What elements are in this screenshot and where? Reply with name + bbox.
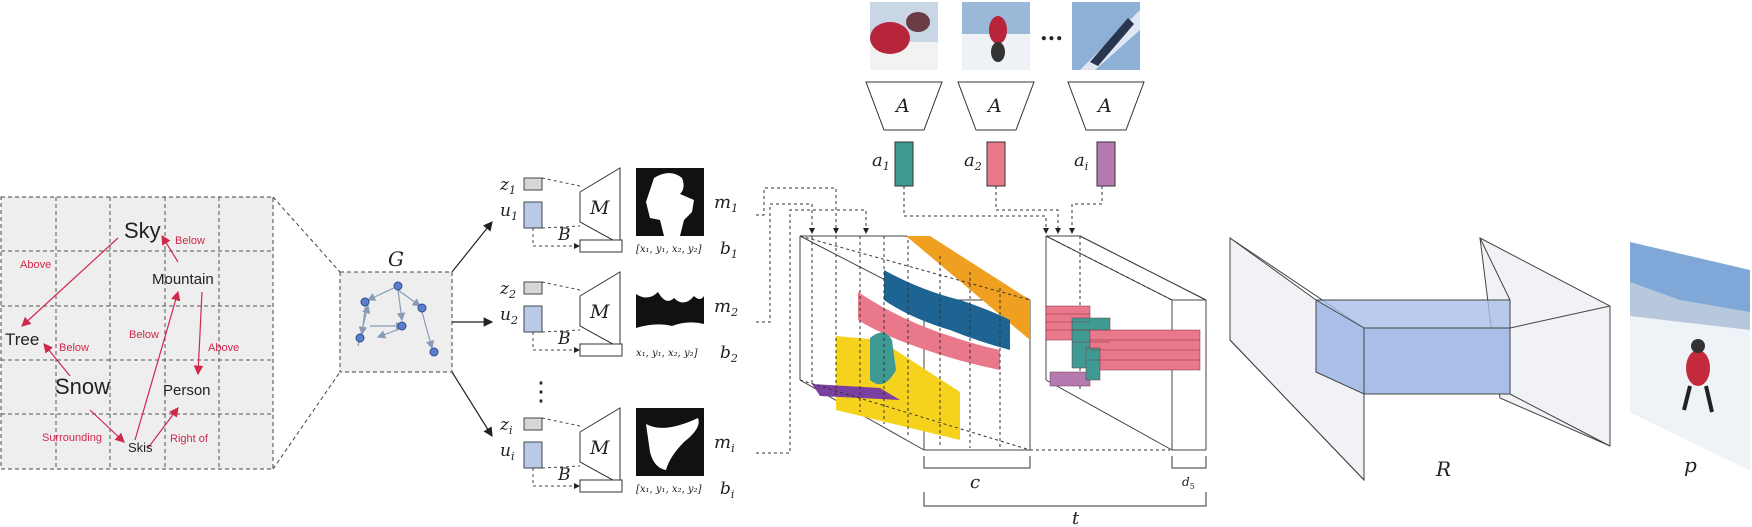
z-vector — [523, 281, 543, 295]
b-label: bi — [720, 479, 734, 501]
appearance-crops: ... — [870, 2, 1140, 70]
crops-ellipsis: ... — [1040, 20, 1063, 46]
box-vector — [579, 479, 623, 493]
z-vector — [523, 417, 543, 431]
box-coordinates: [x₁, y₁, x₂, y₂] — [636, 244, 702, 255]
layout-tensor-masks — [799, 235, 1031, 451]
box-coordinates: [x₁, y₁, x₂, y₂] — [636, 484, 702, 495]
b-label: b1 — [720, 239, 738, 261]
label-r: R — [1435, 457, 1451, 481]
relation-below-sky: Below — [175, 235, 205, 247]
crop-i — [1072, 2, 1140, 70]
box-vector — [579, 239, 623, 253]
appearance-embedder-1: Aa1 — [865, 81, 943, 187]
a-label: a1 — [872, 150, 890, 173]
embedder-a — [1067, 81, 1145, 131]
u-vector — [523, 201, 543, 229]
dimension-brackets — [923, 456, 1207, 507]
zoom-lines — [272, 196, 341, 470]
connector-arrowheads — [809, 228, 1075, 234]
a-model-label: A — [1096, 95, 1112, 117]
label-t: t — [1072, 508, 1080, 527]
u-vector — [523, 441, 543, 469]
relation-below-tree: Below — [59, 342, 89, 354]
embedder-a — [865, 81, 943, 131]
u-vector — [523, 305, 543, 333]
z-label: z2 — [499, 279, 516, 301]
appearance-embedder-2: Aa2 — [957, 81, 1035, 187]
relation-above: Above — [20, 259, 51, 271]
appearance-connectors — [756, 186, 1103, 454]
b-model-label: B — [557, 329, 571, 349]
u-label: ui — [500, 441, 514, 463]
relation-below-mountain: Below — [129, 329, 159, 341]
m-label: m1 — [714, 192, 738, 215]
node-mountain: Mountain — [152, 271, 214, 288]
relation-right-of: Right of — [170, 433, 209, 445]
b-model-label: B — [557, 225, 571, 245]
node-snow: Snow — [55, 374, 110, 399]
output-image-p: p — [1630, 242, 1750, 477]
crop-1 — [870, 2, 938, 70]
box-vector — [579, 343, 623, 357]
graph-g: G — [339, 247, 453, 373]
a-model-label: A — [894, 95, 910, 117]
z-label: z1 — [499, 175, 516, 197]
m-label: mi — [714, 432, 735, 455]
embedder-a — [957, 81, 1035, 131]
mask-image — [636, 272, 704, 340]
relation-surrounding: Surrounding — [42, 432, 102, 444]
b-label: b2 — [720, 343, 738, 365]
a-label: a2 — [964, 150, 982, 173]
node-person: Person — [163, 382, 211, 399]
appearance-vector — [894, 141, 914, 187]
m-model-label: M — [589, 301, 610, 323]
scene-graph-panel: Sky Mountain Tree Snow Person Skis Above… — [0, 196, 274, 470]
b-model-label: B — [557, 465, 571, 485]
renderer-r: R — [1229, 237, 1611, 482]
appearance-vector — [986, 141, 1006, 187]
z-label: zi — [499, 415, 513, 437]
row-ellipsis: ⋮ — [528, 377, 554, 407]
mask-image — [636, 408, 704, 476]
label-c: c — [970, 472, 980, 493]
g-to-mask-arrows — [451, 221, 494, 438]
z-vector — [523, 177, 543, 191]
m-model-label: M — [589, 437, 610, 459]
a-label: ai — [1074, 150, 1088, 173]
a-model-label: A — [986, 95, 1002, 117]
label-d5: d5 — [1182, 475, 1195, 491]
appearance-embedder-3: Aai — [1067, 81, 1145, 187]
node-tree: Tree — [5, 330, 39, 349]
m-model-label: M — [589, 197, 610, 219]
mask-image — [636, 168, 704, 236]
u-label: u1 — [500, 201, 518, 223]
node-sky: Sky — [124, 218, 161, 243]
label-g: G — [388, 247, 404, 271]
crop-2 — [962, 2, 1030, 70]
node-skis: Skis — [128, 440, 153, 455]
label-p: p — [1684, 453, 1697, 477]
u-label: u2 — [500, 305, 518, 327]
box-coordinates: x₁, y₁, x₂, y₂] — [636, 348, 698, 359]
appearance-vector — [1096, 141, 1116, 187]
relation-above-person: Above — [208, 342, 239, 354]
m-label: m2 — [714, 296, 738, 319]
layout-tensor-appearance — [1045, 235, 1207, 451]
